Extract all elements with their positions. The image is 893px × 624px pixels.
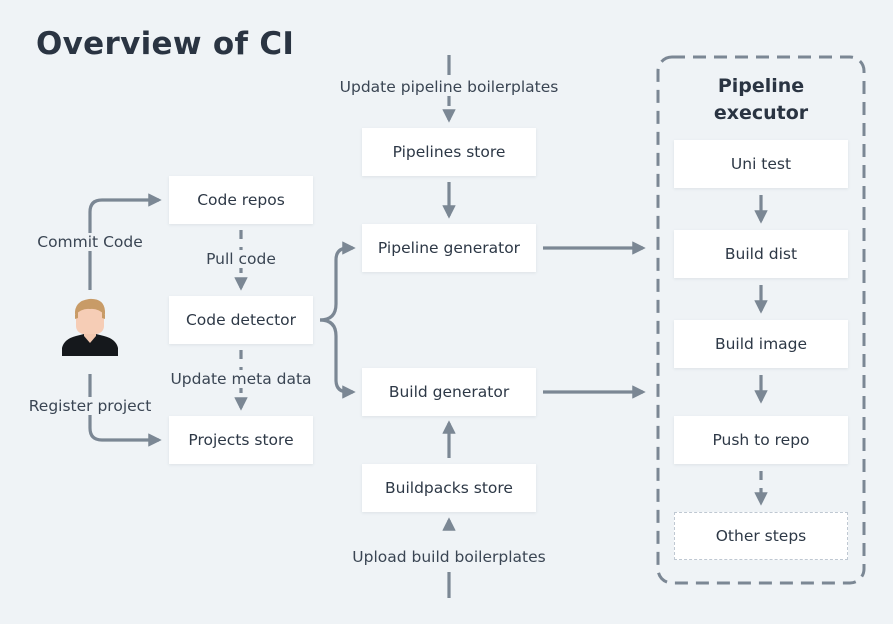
executor-title-line1: Pipeline — [717, 75, 805, 97]
pipelines-store-box: Pipelines store — [362, 128, 536, 176]
update-pipeline-boilerplates-label: Update pipeline boilerplates — [337, 78, 561, 96]
register-project-arrow — [88, 374, 162, 447]
person-avatar-icon — [58, 296, 122, 358]
update-meta-data-label: Update meta data — [168, 370, 314, 388]
detector-to-build-generator-arrow — [319, 318, 356, 399]
pull-code-label: Pull code — [204, 250, 278, 268]
build-dist-step: Build dist — [674, 230, 848, 278]
commit-code-label: Commit Code — [35, 233, 145, 251]
executor-container — [656, 55, 866, 585]
upload-build-boilerplates-label: Upload build boilerplates — [350, 548, 548, 566]
build-image-step: Build image — [674, 320, 848, 368]
register-project-label: Register project — [26, 397, 154, 415]
push-to-repo-step: Push to repo — [674, 416, 848, 464]
buildpacks-store-box: Buildpacks store — [362, 464, 536, 512]
uni-test-step: Uni test — [674, 140, 848, 188]
code-repos-box: Code repos — [169, 176, 313, 224]
executor-title: Pipeline executor — [660, 73, 862, 127]
pipeline-generator-box: Pipeline generator — [362, 224, 536, 272]
commit-code-arrow — [88, 193, 162, 290]
code-detector-box: Code detector — [169, 296, 313, 344]
page-title: Overview of CI — [36, 26, 295, 62]
other-steps-step: Other steps — [674, 512, 848, 560]
detector-to-pipeline-generator-arrow — [319, 241, 356, 322]
executor-title-line2: executor — [713, 102, 809, 124]
projects-store-box: Projects store — [169, 416, 313, 464]
build-generator-box: Build generator — [362, 368, 536, 416]
